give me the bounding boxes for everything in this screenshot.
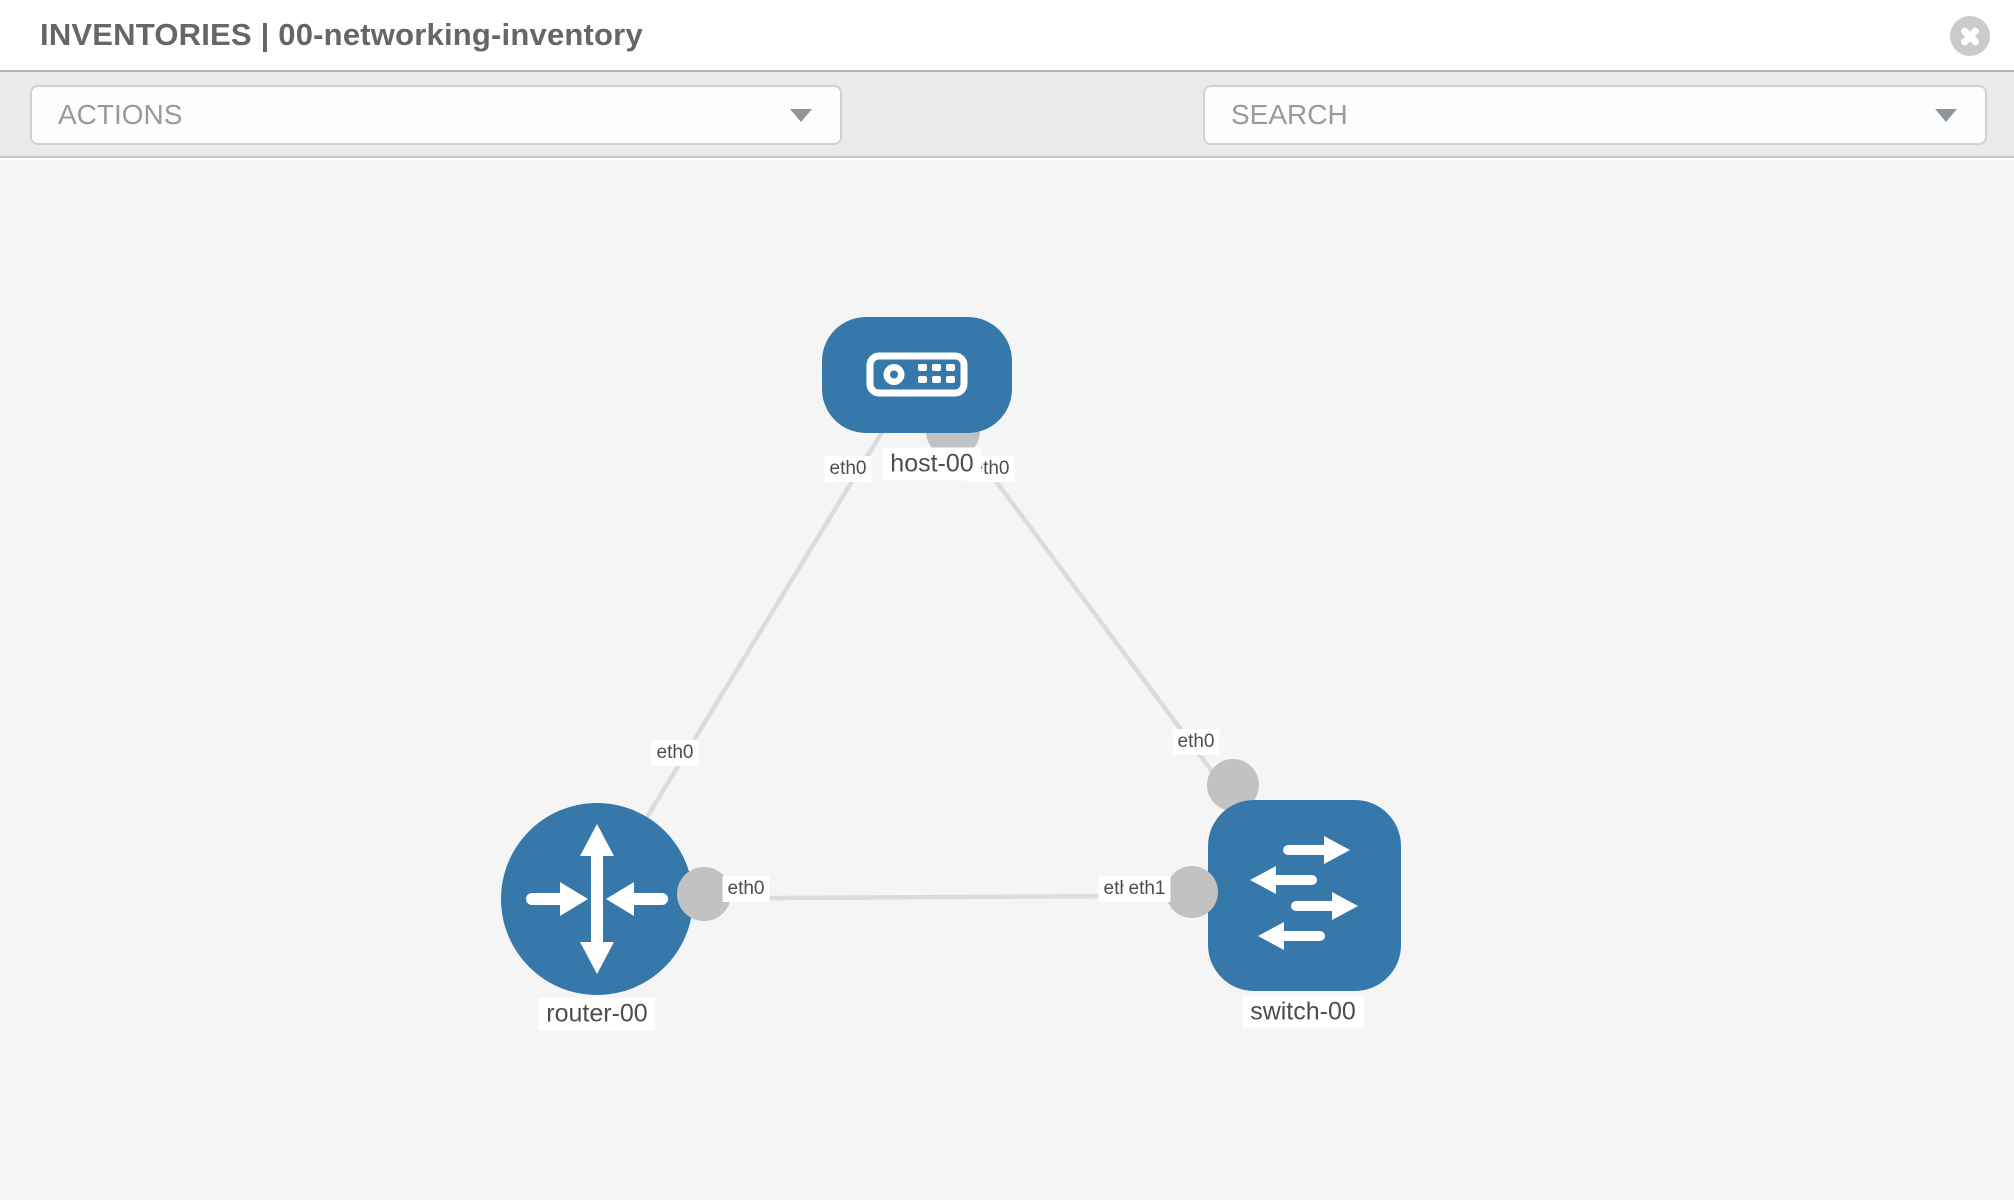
host-icon — [866, 352, 968, 397]
topology-graph — [501, 317, 1401, 995]
chevron-down-icon — [790, 109, 812, 122]
chevron-down-icon — [1935, 109, 1957, 122]
node-label-switch-00[interactable]: switch-00 — [1242, 995, 1364, 1029]
interface-label: eth0 — [1172, 729, 1220, 755]
node-switch-00[interactable] — [1208, 800, 1401, 991]
interface-label: eth1 — [1123, 876, 1171, 902]
topology-canvas[interactable]: eth0 eth0 eth0 eth0 eth0 eth0 eth1 host-… — [0, 160, 2014, 1200]
search-dropdown[interactable]: SEARCH — [1203, 85, 1987, 145]
interface-circle — [677, 867, 731, 921]
node-host-00[interactable] — [822, 317, 1012, 433]
close-button[interactable] — [1950, 16, 1990, 56]
toolbar: ACTIONS SEARCH — [0, 72, 2014, 209]
switch-icon — [1250, 836, 1358, 950]
node-label-router-00[interactable]: router-00 — [538, 997, 656, 1031]
header-bar: INVENTORIES | 00-networking-inventory — [0, 0, 2014, 72]
interface-circle — [1166, 866, 1218, 918]
interface-circle — [1207, 759, 1259, 811]
interface-label: eth0 — [722, 876, 770, 902]
search-placeholder: SEARCH — [1231, 99, 1348, 130]
page-title: INVENTORIES | 00-networking-inventory — [40, 17, 643, 52]
node-router-00[interactable] — [501, 803, 693, 995]
node-label-host-00[interactable]: host-00 — [882, 447, 982, 481]
interface-label: eth0 — [651, 740, 699, 766]
interface-label: eth0 — [824, 456, 872, 482]
router-icon — [526, 824, 668, 974]
actions-dropdown-label: ACTIONS — [58, 99, 183, 130]
actions-dropdown[interactable]: ACTIONS — [30, 85, 842, 145]
